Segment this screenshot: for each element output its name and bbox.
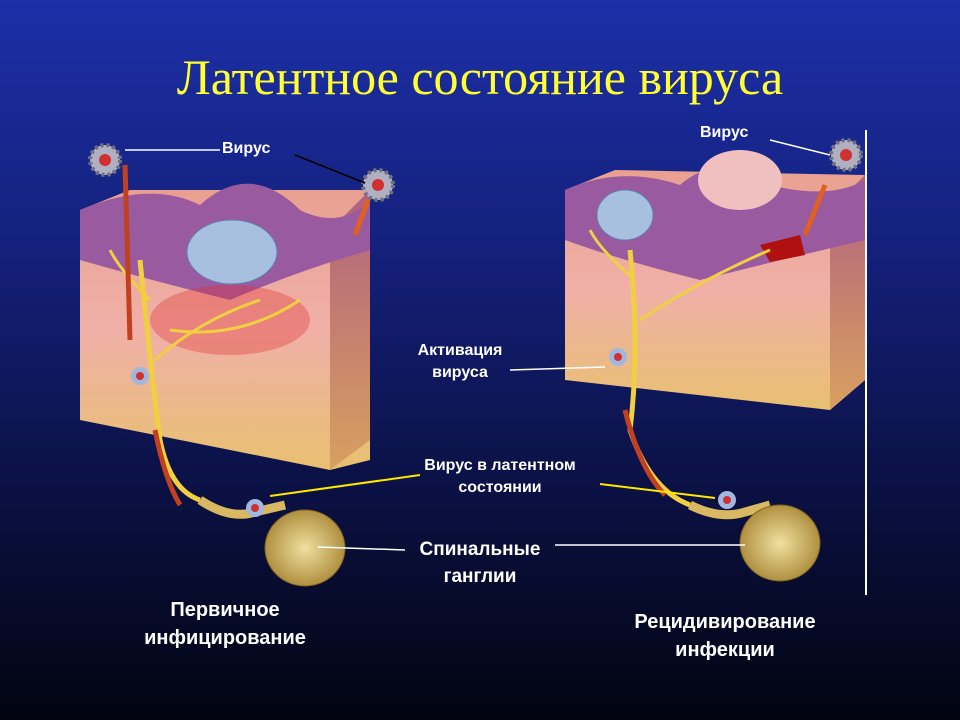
skin-block-primary xyxy=(80,183,370,503)
label-ganglia-line2: ганглии xyxy=(443,566,517,587)
label-recurrence-line1: Рецидивирование xyxy=(634,611,816,633)
label-primary-infection: Первичное инфицирование xyxy=(100,596,350,652)
label-activation-line1: Активация xyxy=(417,342,503,359)
virus-icon xyxy=(88,143,122,177)
label-ganglia-line1: Спинальные xyxy=(419,539,541,560)
label-recurrence: Рецидивирование инфекции xyxy=(590,608,860,664)
label-latent-line2: состоянии xyxy=(458,479,542,496)
label-latent: Вирус в латентном состоянии xyxy=(405,455,595,499)
label-virus-right: Вирус xyxy=(700,124,749,141)
spinal-ganglion-right xyxy=(739,504,821,582)
label-activation-line2: вируса xyxy=(432,364,488,381)
virus-icon xyxy=(718,491,736,509)
label-spinal-ganglia: Спинальные ганглии xyxy=(400,536,560,590)
slide-title: Латентное состояние вируса xyxy=(176,49,784,105)
label-activation: Активация вируса xyxy=(405,340,515,384)
virus-icon xyxy=(131,367,149,385)
skin-block-recurrence xyxy=(565,150,865,508)
virus-icon xyxy=(246,499,264,517)
virus-icon xyxy=(829,138,863,172)
virus-icon xyxy=(361,168,395,202)
label-recurrence-line2: инфекции xyxy=(675,639,775,661)
label-latent-line1: Вирус в латентном xyxy=(424,457,576,474)
pointer-lines xyxy=(125,139,831,551)
virus-icon xyxy=(609,348,627,366)
label-virus-left: Вирус xyxy=(222,140,271,157)
label-primary-line1: Первичное xyxy=(170,599,280,621)
label-primary-line2: инфицирование xyxy=(144,627,306,649)
